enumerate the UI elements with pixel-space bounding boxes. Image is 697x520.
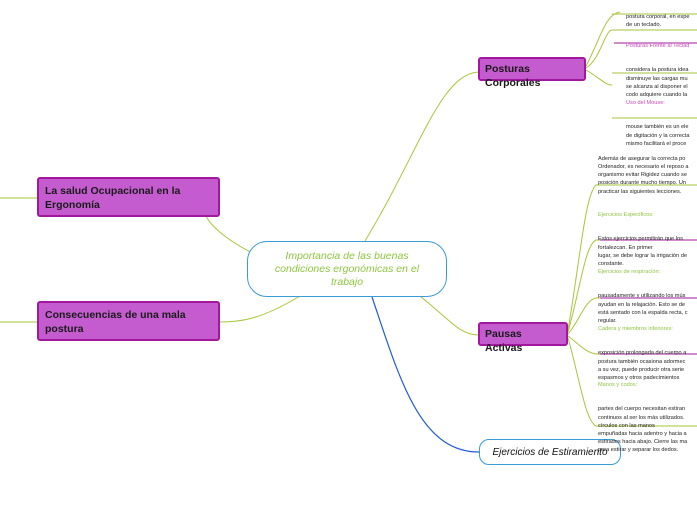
link-central-estiramiento	[371, 296, 480, 453]
link-central-consecuencias	[219, 295, 301, 323]
topic-ejercicios-estiramiento-label: Ejercicios de Estiramiento	[492, 446, 608, 458]
link-pausas-intro	[567, 184, 697, 331]
link-pausas-n1	[567, 239, 697, 333]
note-title: Posturas Frente al Teclad	[626, 43, 690, 50]
topic-posturas-corporales-label: Posturas Corporales	[485, 63, 541, 89]
link-posturas-note2	[585, 29, 697, 69]
link-posturas-note1	[585, 11, 621, 67]
link-pausas-n4	[567, 337, 697, 427]
note-pausas-cadera: Cadera y miembros inferiores: exposición…	[598, 309, 686, 390]
link-posturas-note3	[585, 69, 613, 86]
note-text: Además de asegurar la correcta po Ordena…	[598, 156, 689, 195]
note-title: Cadera y miembros inferiores:	[598, 326, 673, 333]
topic-salud-ocupacional[interactable]: La salud Ocupacional en la Ergonomía	[37, 177, 220, 217]
link-central-pausas	[419, 295, 479, 336]
note-pausas-especificos: Ejercicios Específicos: Estos ejercicios…	[598, 195, 687, 276]
note-posturas-mouse: Uso del Mouse: mouse también es un ele d…	[626, 83, 689, 156]
note-pausas-respiracion: Ejercicios de respiración: pausadamente …	[598, 252, 688, 333]
note-title: Manos y codos:	[598, 382, 638, 389]
note-posturas-intro: postura corporal, en espe de un teclado.	[626, 0, 689, 37]
topic-salud-ocupacional-label: La salud Ocupacional en la Ergonomía	[45, 185, 181, 211]
topic-posturas-corporales[interactable]: Posturas Corporales	[478, 57, 586, 89]
note-text: partes del cuerpo necesitan estiran cont…	[598, 406, 688, 453]
note-title: Uso del Mouse:	[626, 100, 665, 107]
note-text: mouse también es un ele de digitación y …	[626, 124, 690, 147]
central-topic[interactable]: Importancia de las buenas condiciones er…	[247, 241, 447, 297]
link-pausas-n3	[567, 335, 697, 355]
note-text: postura corporal, en espe de un teclado.	[626, 14, 690, 29]
link-pausas-n2	[567, 297, 697, 335]
link-central-posturas	[364, 71, 479, 242]
note-pausas-intro: Además de asegurar la correcta po Ordena…	[598, 139, 689, 204]
topic-pausas-activas-label: Pausas Activas	[485, 328, 523, 354]
note-title: Ejercicios de respiración:	[598, 269, 661, 276]
note-posturas-teclado: Posturas Frente al Teclad considera la p…	[626, 26, 689, 107]
central-topic-label: Importancia de las buenas condiciones er…	[274, 249, 420, 288]
topic-consecuencias[interactable]: Consecuencias de una mala postura	[37, 301, 220, 341]
note-title: Ejercicios Específicos:	[598, 212, 654, 219]
topic-consecuencias-label: Consecuencias de una mala postura	[45, 309, 186, 335]
note-pausas-manos: Manos y codos: partes del cuerpo necesit…	[598, 365, 687, 462]
note-text: considera la postura idea disminuye las …	[626, 67, 689, 98]
note-text: Estos ejercicios permitirán que los fort…	[598, 236, 687, 267]
note-text: exposición prolongada del cuerpo a postu…	[598, 350, 687, 381]
note-text: pausadamente y utilizando los mús ayudan…	[598, 293, 688, 324]
topic-ejercicios-estiramiento[interactable]: Ejercicios de Estiramiento	[479, 439, 621, 465]
topic-pausas-activas[interactable]: Pausas Activas	[478, 322, 568, 354]
